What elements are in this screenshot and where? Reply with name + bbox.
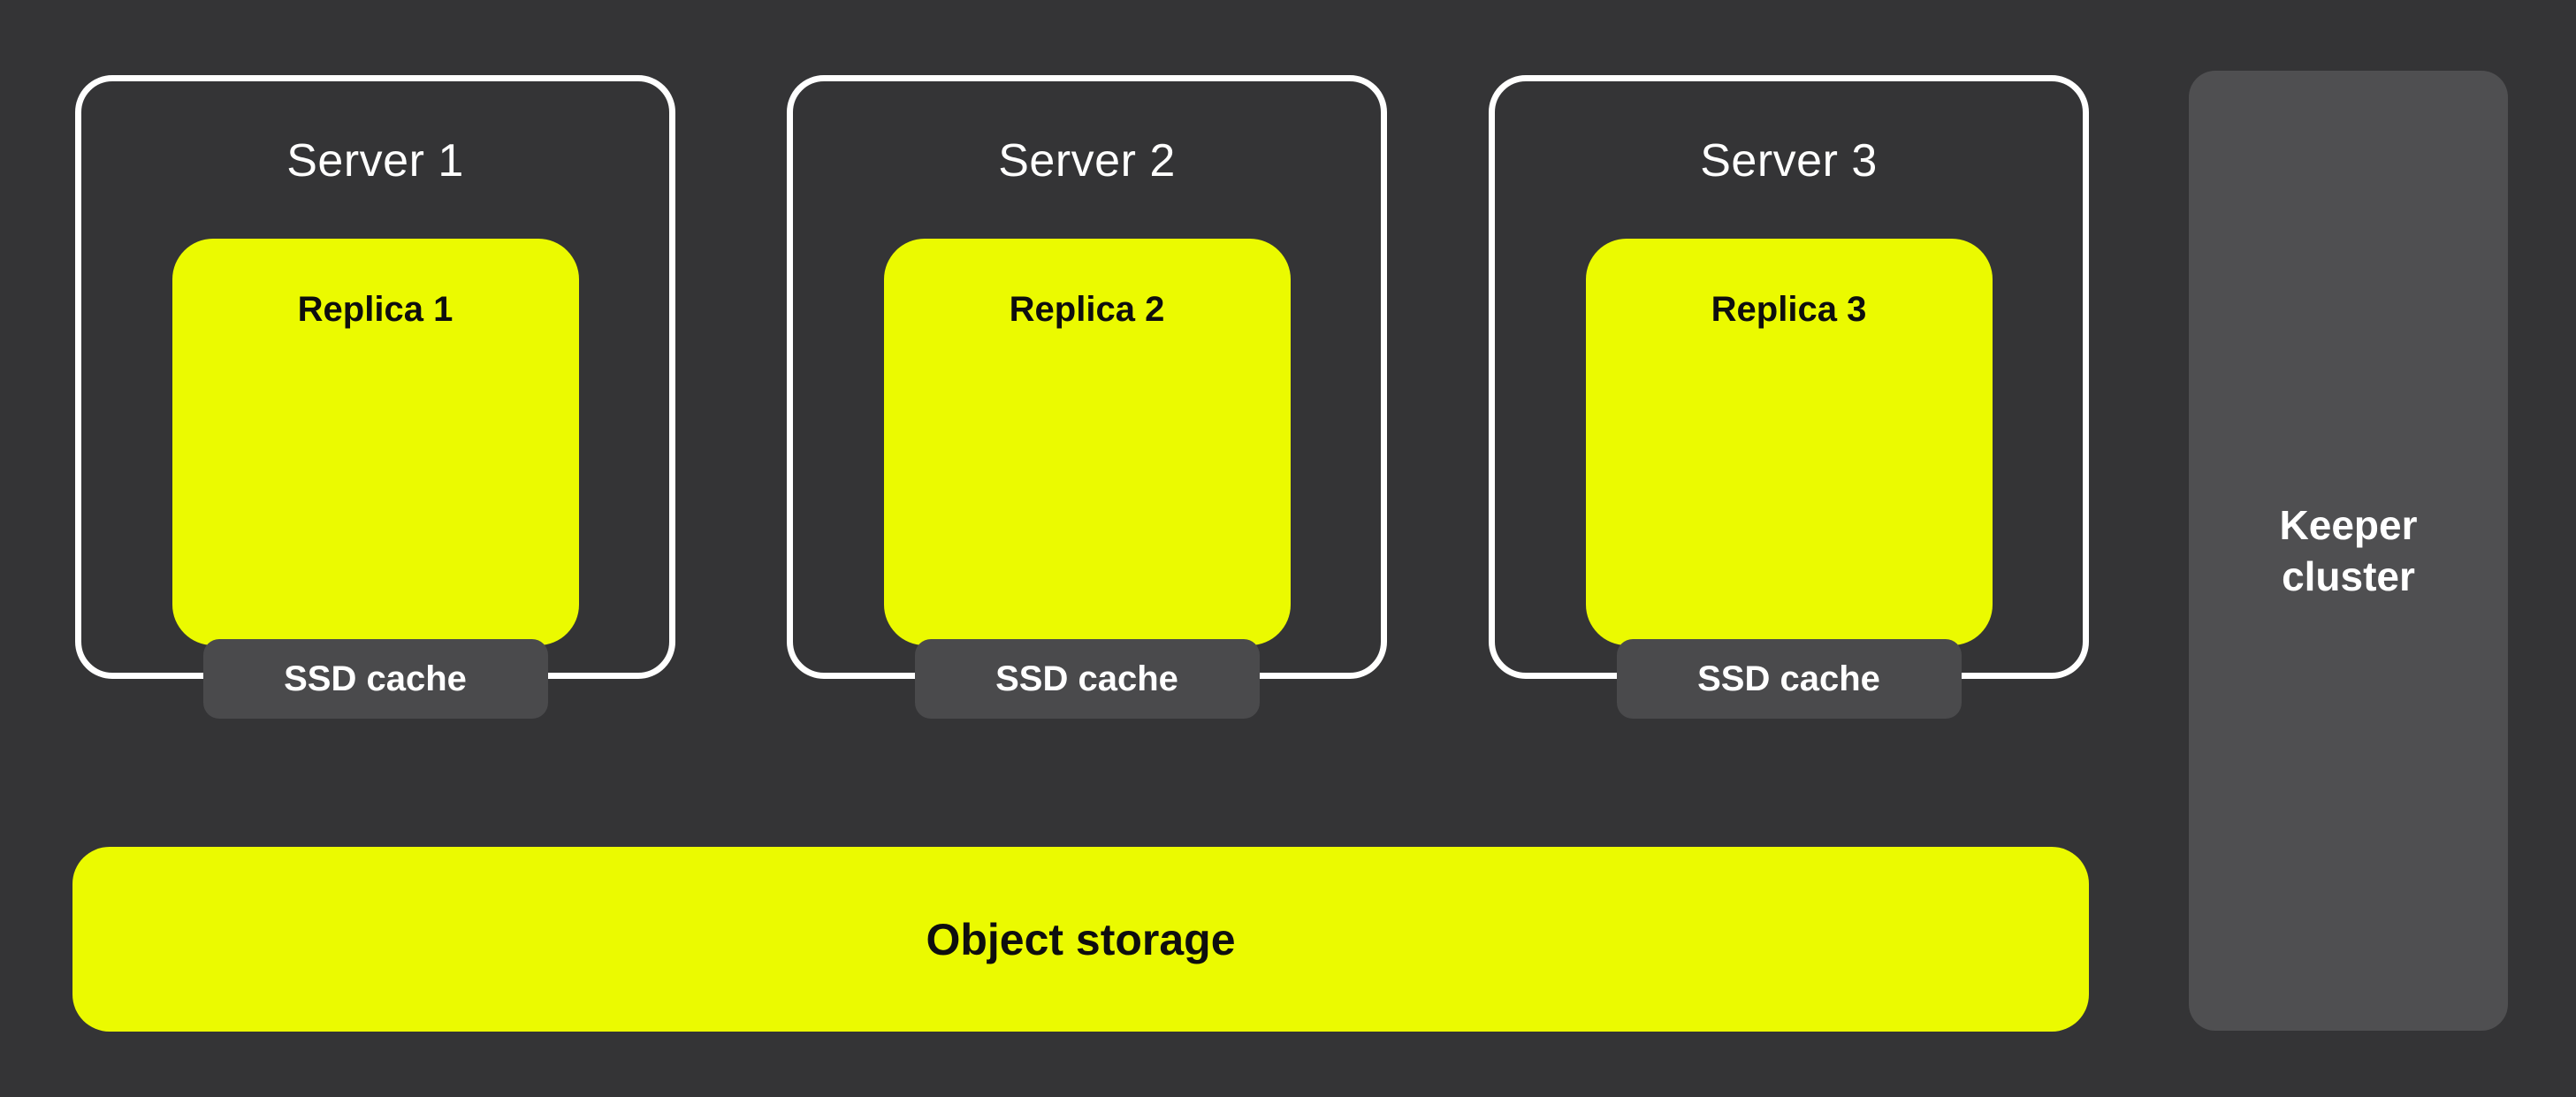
object-storage-label: Object storage [926,914,1236,964]
keeper-cluster-label-line1: Keeper [2279,502,2418,548]
server-title-2: Server 2 [998,135,1176,187]
server-box-1: Server 1 Replica 1 SSD cache [75,75,675,719]
server-title-1: Server 1 [286,135,464,187]
ssd-cache-badge-1: SSD cache [202,639,548,719]
object-storage-bar: Object storage [72,847,2089,1032]
ssd-cache-badge-2: SSD cache [914,639,1260,719]
keeper-cluster-label-line2: cluster [2282,553,2415,599]
replica-box-1: Replica 1 [171,239,579,645]
replica-box-2: Replica 2 [883,239,1291,645]
replica-label-2: Replica 2 [1009,290,1165,329]
replica-label-1: Replica 1 [297,290,453,329]
ssd-cache-badge-3: SSD cache [1616,639,1962,719]
replica-box-3: Replica 3 [1585,239,1993,645]
ssd-cache-label-3: SSD cache [1697,659,1880,698]
keeper-cluster-panel: Keeper cluster [2189,71,2508,1031]
ssd-cache-label-2: SSD cache [995,659,1178,698]
server-box-3: Server 3 Replica 3 SSD cache [1489,75,2089,719]
server-title-3: Server 3 [1700,135,1878,187]
server-box-2: Server 2 Replica 2 SSD cache [787,75,1387,719]
replica-label-3: Replica 3 [1711,290,1867,329]
ssd-cache-label-1: SSD cache [284,659,467,698]
